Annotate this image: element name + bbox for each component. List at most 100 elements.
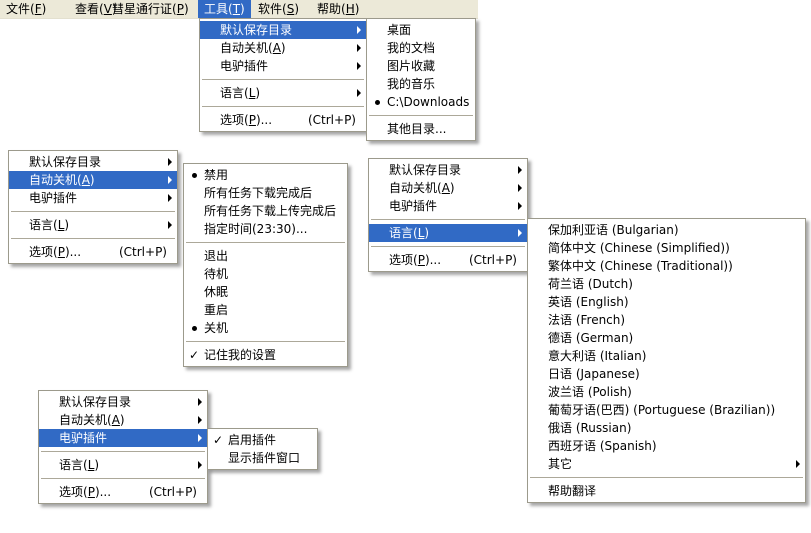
menu-separator: [39, 447, 207, 456]
radio-mark-icon: [192, 173, 197, 178]
menu-item-default-save-dir[interactable]: 默认保存目录: [9, 153, 177, 171]
menubar-item-tools[interactable]: 工具(T): [198, 0, 251, 18]
menu-item-label: 自动关机(A): [29, 173, 95, 187]
menu-item-label: 波兰语 (Polish): [548, 385, 632, 399]
menu-item-japanese[interactable]: 日语 (Japanese): [528, 365, 805, 383]
menu-item-label: 桌面: [387, 23, 412, 37]
menu-item-exit[interactable]: 退出: [184, 247, 347, 265]
menu-item-default-save-dir[interactable]: 默认保存目录: [200, 21, 366, 39]
menu-item-remember-my-settings[interactable]: ✓ 记住我的设置: [184, 346, 347, 364]
menu-item-label: 休眠: [204, 285, 229, 299]
menu-item-label: 保加利亚语 (Bulgarian): [548, 223, 679, 237]
menu-item-show-plugin-window[interactable]: 显示插件窗口: [208, 449, 317, 467]
menu-item-label: 退出: [204, 249, 229, 263]
menu-item-label: 我的音乐: [387, 77, 436, 91]
menu-separator: [184, 337, 347, 346]
menu-item-language[interactable]: 语言(L): [369, 224, 527, 242]
menu-item-chinese-traditional[interactable]: 繁体中文 (Chinese (Traditional)): [528, 257, 805, 275]
menu-item-auto-shutdown[interactable]: 自动关机(A): [9, 171, 177, 189]
menu-item-restart[interactable]: 重启: [184, 301, 347, 319]
menu-item-label: 荷兰语 (Dutch): [548, 277, 633, 291]
check-mark-icon: ✓: [189, 348, 200, 362]
menu-item-my-music[interactable]: 我的音乐: [367, 75, 475, 93]
menu-item-specified-time[interactable]: 指定时间(23:30)...: [184, 220, 347, 238]
menu-item-auto-shutdown[interactable]: 自动关机(A): [200, 39, 366, 57]
tools-menu-language-open: 默认保存目录自动关机(A)电驴插件语言(L) 选项(P)...(Ctrl+P): [368, 158, 528, 272]
menu-item-c-downloads[interactable]: C:\Downloads: [367, 93, 475, 111]
menubar: 文件(F) 查看(V)彗星通行证(P)工具(T)软件(S) 帮助(H): [0, 0, 478, 19]
menubar-item-comet-passport[interactable]: 彗星通行证(P): [106, 0, 195, 18]
menu-item-options[interactable]: 选项(P)...(Ctrl+P): [9, 243, 177, 261]
menu-item-label: 默认保存目录: [389, 163, 462, 177]
menu-item-options[interactable]: 选项(P)...(Ctrl+P): [39, 483, 207, 501]
menu-item-italian[interactable]: 意大利语 (Italian): [528, 347, 805, 365]
menu-item-default-save-dir[interactable]: 默认保存目录: [369, 161, 527, 179]
submenu-arrow-icon: [357, 89, 361, 97]
menu-item-german[interactable]: 德语 (German): [528, 329, 805, 347]
menu-item-label: 法语 (French): [548, 313, 626, 327]
radio-mark-icon: [192, 326, 197, 331]
menu-item-label: 选项(P)...: [29, 245, 82, 259]
menu-item-auto-shutdown[interactable]: 自动关机(A): [369, 179, 527, 197]
menu-item-emule-plugin[interactable]: 电驴插件: [39, 429, 207, 447]
menu-item-label: 德语 (German): [548, 331, 634, 345]
menu-item-english[interactable]: 英语 (English): [528, 293, 805, 311]
menu-item-russian[interactable]: 俄语 (Russian): [528, 419, 805, 437]
menu-item-label: 其它: [548, 457, 573, 471]
menu-item-label: 启用插件: [228, 433, 277, 447]
submenu-arrow-icon: [518, 229, 522, 237]
menu-item-spanish[interactable]: 西班牙语 (Spanish): [528, 437, 805, 455]
submenu-arrow-icon: [168, 194, 172, 202]
submenu-arrow-icon: [198, 416, 202, 424]
menu-item-after-all-downloads[interactable]: 所有任务下载完成后: [184, 184, 347, 202]
menu-item-emule-plugin[interactable]: 电驴插件: [9, 189, 177, 207]
menubar-item-label: 文件(F): [6, 2, 47, 16]
menubar-item-file[interactable]: 文件(F): [0, 0, 52, 18]
menu-item-language[interactable]: 语言(L): [9, 216, 177, 234]
menu-item-label: 葡萄牙语(巴西) (Portuguese (Brazilian)): [548, 403, 776, 417]
menu-item-my-documents[interactable]: 我的文档: [367, 39, 475, 57]
menu-item-label: 默认保存目录: [29, 155, 102, 169]
menu-item-bulgarian[interactable]: 保加利亚语 (Bulgarian): [528, 221, 805, 239]
menu-item-my-pictures[interactable]: 图片收藏: [367, 57, 475, 75]
menu-item-other-directory[interactable]: 其他目录...: [367, 120, 475, 138]
menubar-item-view[interactable]: 查看(V): [69, 0, 123, 18]
menu-item-options[interactable]: 选项(P)...(Ctrl+P): [200, 111, 366, 129]
menu-item-language[interactable]: 语言(L): [39, 456, 207, 474]
menu-item-label: 语言(L): [220, 86, 261, 100]
tools-menu-save-dir-open: 默认保存目录自动关机(A)电驴插件语言(L) 选项(P)...(Ctrl+P): [199, 18, 367, 132]
menu-item-french[interactable]: 法语 (French): [528, 311, 805, 329]
submenu-arrow-icon: [357, 44, 361, 52]
menu-item-label: 电驴插件: [29, 191, 78, 205]
menu-item-enable-plugin[interactable]: ✓ 启用插件: [208, 431, 317, 449]
menu-item-polish[interactable]: 波兰语 (Polish): [528, 383, 805, 401]
menu-item-standby[interactable]: 待机: [184, 265, 347, 283]
menu-item-disable[interactable]: 禁用: [184, 166, 347, 184]
menu-item-portuguese-brazilian[interactable]: 葡萄牙语(巴西) (Portuguese (Brazilian)): [528, 401, 805, 419]
check-mark-icon: ✓: [213, 433, 224, 447]
menu-item-label: 记住我的设置: [204, 348, 277, 362]
menu-item-default-save-dir[interactable]: 默认保存目录: [39, 393, 207, 411]
menu-item-hibernate[interactable]: 休眠: [184, 283, 347, 301]
menu-separator: [200, 102, 366, 111]
menubar-item-software[interactable]: 软件(S): [252, 0, 305, 18]
menu-item-auto-shutdown[interactable]: 自动关机(A): [39, 411, 207, 429]
menu-item-help-translate[interactable]: 帮助翻译: [528, 482, 805, 500]
menu-item-other[interactable]: 其它: [528, 455, 805, 473]
menu-item-label: 图片收藏: [387, 59, 436, 73]
menu-item-dutch[interactable]: 荷兰语 (Dutch): [528, 275, 805, 293]
menu-item-after-all-downloads-uploads[interactable]: 所有任务下载上传完成后: [184, 202, 347, 220]
menu-separator: [369, 215, 527, 224]
menu-item-desktop[interactable]: 桌面: [367, 21, 475, 39]
menu-separator: [200, 75, 366, 84]
submenu-arrow-icon: [796, 460, 800, 468]
menu-item-chinese-simplified[interactable]: 简体中文 (Chinese (Simplified)): [528, 239, 805, 257]
menu-item-emule-plugin[interactable]: 电驴插件: [369, 197, 527, 215]
auto-shutdown-submenu: 禁用所有任务下载完成后所有任务下载上传完成后指定时间(23:30)... 退出待机…: [183, 163, 348, 367]
menubar-item-help[interactable]: 帮助(H): [311, 0, 365, 18]
menu-separator: [9, 207, 177, 216]
menu-item-shutdown[interactable]: 关机: [184, 319, 347, 337]
menu-item-options[interactable]: 选项(P)...(Ctrl+P): [369, 251, 527, 269]
menu-item-emule-plugin[interactable]: 电驴插件: [200, 57, 366, 75]
menu-item-language[interactable]: 语言(L): [200, 84, 366, 102]
